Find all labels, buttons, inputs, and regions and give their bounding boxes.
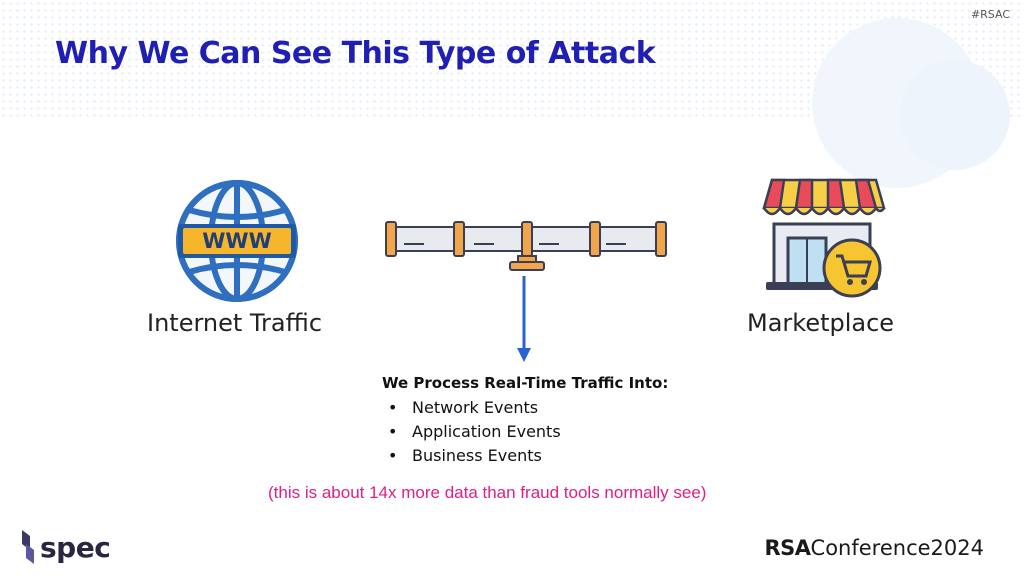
event-network: Network Events [412, 398, 539, 417]
spec-brand-text: spec [40, 530, 111, 564]
list-item: •Business Events [388, 446, 542, 465]
rsa-brand: RSA [764, 536, 811, 560]
hashtag: #RSAC [970, 8, 1010, 21]
internet-traffic-label: Internet Traffic [147, 309, 323, 337]
store-cart-icon [762, 178, 886, 298]
rsa-conference-logo: RSAConference2024 [764, 536, 984, 560]
marketplace-label: Marketplace [747, 309, 895, 337]
rsa-suffix: Conference [810, 536, 931, 560]
data-volume-note: (this is about 14x more data than fraud … [268, 483, 707, 502]
decor-bubble [900, 60, 1010, 170]
event-business: Business Events [412, 446, 542, 465]
list-item: •Network Events [388, 398, 539, 417]
spec-logo-mark-icon [22, 530, 34, 564]
event-list: •Network Events •Application Events •Bus… [382, 396, 668, 468]
slide-title: Why We Can See This Type of Attack [55, 36, 656, 71]
down-arrow-icon [517, 276, 531, 362]
event-application: Application Events [412, 422, 561, 441]
process-section: We Process Real-Time Traffic Into: •Netw… [382, 374, 668, 468]
list-item: •Application Events [388, 422, 561, 441]
spec-logo: spec [20, 530, 111, 564]
pipeline-icon [385, 221, 667, 271]
www-text: WWW [202, 229, 272, 253]
rsa-year: 2024 [930, 536, 984, 560]
process-heading: We Process Real-Time Traffic Into: [382, 374, 669, 392]
globe-www-icon: WWW [176, 180, 298, 302]
